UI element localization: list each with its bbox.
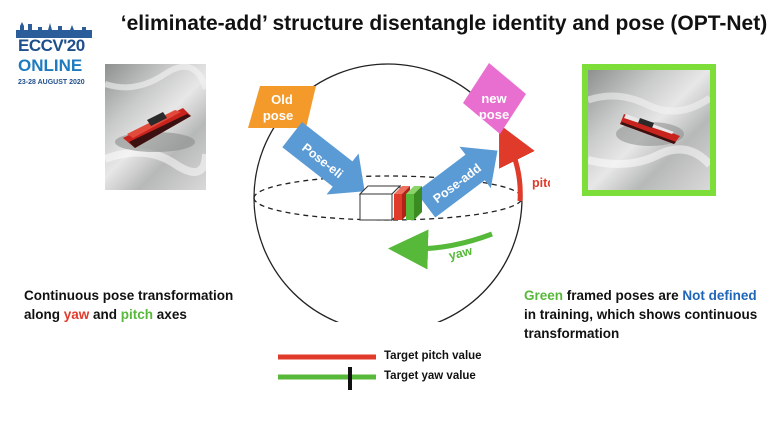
old-pose-label-1: Old bbox=[271, 92, 293, 107]
right-caption-line1: Green framed poses are Not defined bbox=[524, 288, 757, 303]
legend-sliders bbox=[278, 354, 376, 390]
pose-add-arrow: Pose-add bbox=[416, 146, 498, 218]
new-pose-label-1: new bbox=[481, 91, 507, 106]
pitch-label: pitch bbox=[532, 176, 550, 190]
yaw-arrow bbox=[388, 229, 493, 270]
new-pose-label-2: pose bbox=[479, 107, 509, 122]
equator-back bbox=[253, 175, 523, 199]
logo-eccv-text: ECCV'20 bbox=[18, 36, 85, 55]
green-word: Green bbox=[524, 288, 564, 303]
right-caption-line3: transformation bbox=[524, 326, 620, 341]
not-defined-word: Not defined bbox=[682, 288, 757, 303]
skyline-icon bbox=[16, 22, 92, 38]
yaw-label: yaw bbox=[447, 244, 474, 263]
pose-sphere-diagram: pitch yaw Old pose new pose Pose-eli Pos… bbox=[248, 63, 550, 322]
old-pose-label-2: pose bbox=[263, 108, 293, 123]
yaw-slab bbox=[406, 186, 422, 220]
pitch-arrow bbox=[499, 124, 535, 202]
slide-title: ‘eliminate-add’ structure disentangle id… bbox=[120, 12, 768, 35]
left-caption-line1: Continuous pose transformation bbox=[24, 288, 234, 303]
boat-image-right bbox=[588, 92, 710, 168]
boat-image-left bbox=[105, 64, 206, 176]
pitch-word: pitch bbox=[120, 307, 154, 322]
legend-pitch-label: Target pitch value bbox=[384, 350, 482, 362]
new-pose-box bbox=[463, 63, 526, 134]
old-pose-box bbox=[248, 86, 316, 128]
right-caption-line2: in training, which shows continuous bbox=[524, 307, 758, 322]
legend-yaw-label: Target yaw value bbox=[384, 370, 476, 382]
new-pose-image bbox=[582, 64, 716, 196]
right-caption: Green framed poses are Not defined in tr… bbox=[524, 286, 779, 343]
input-pose-image bbox=[105, 64, 206, 190]
yaw-word: yaw bbox=[63, 307, 90, 322]
left-caption-line2: along yaw and pitch axes bbox=[24, 307, 187, 322]
logo-online-text: ONLINE bbox=[18, 56, 83, 75]
logo-date-text: 23-28 AUGUST 2020 bbox=[18, 79, 85, 86]
left-caption: Continuous pose transformation along yaw… bbox=[24, 286, 274, 324]
eccv-logo: ECCV'20 ONLINE 23-28 AUGUST 2020 bbox=[12, 22, 98, 100]
